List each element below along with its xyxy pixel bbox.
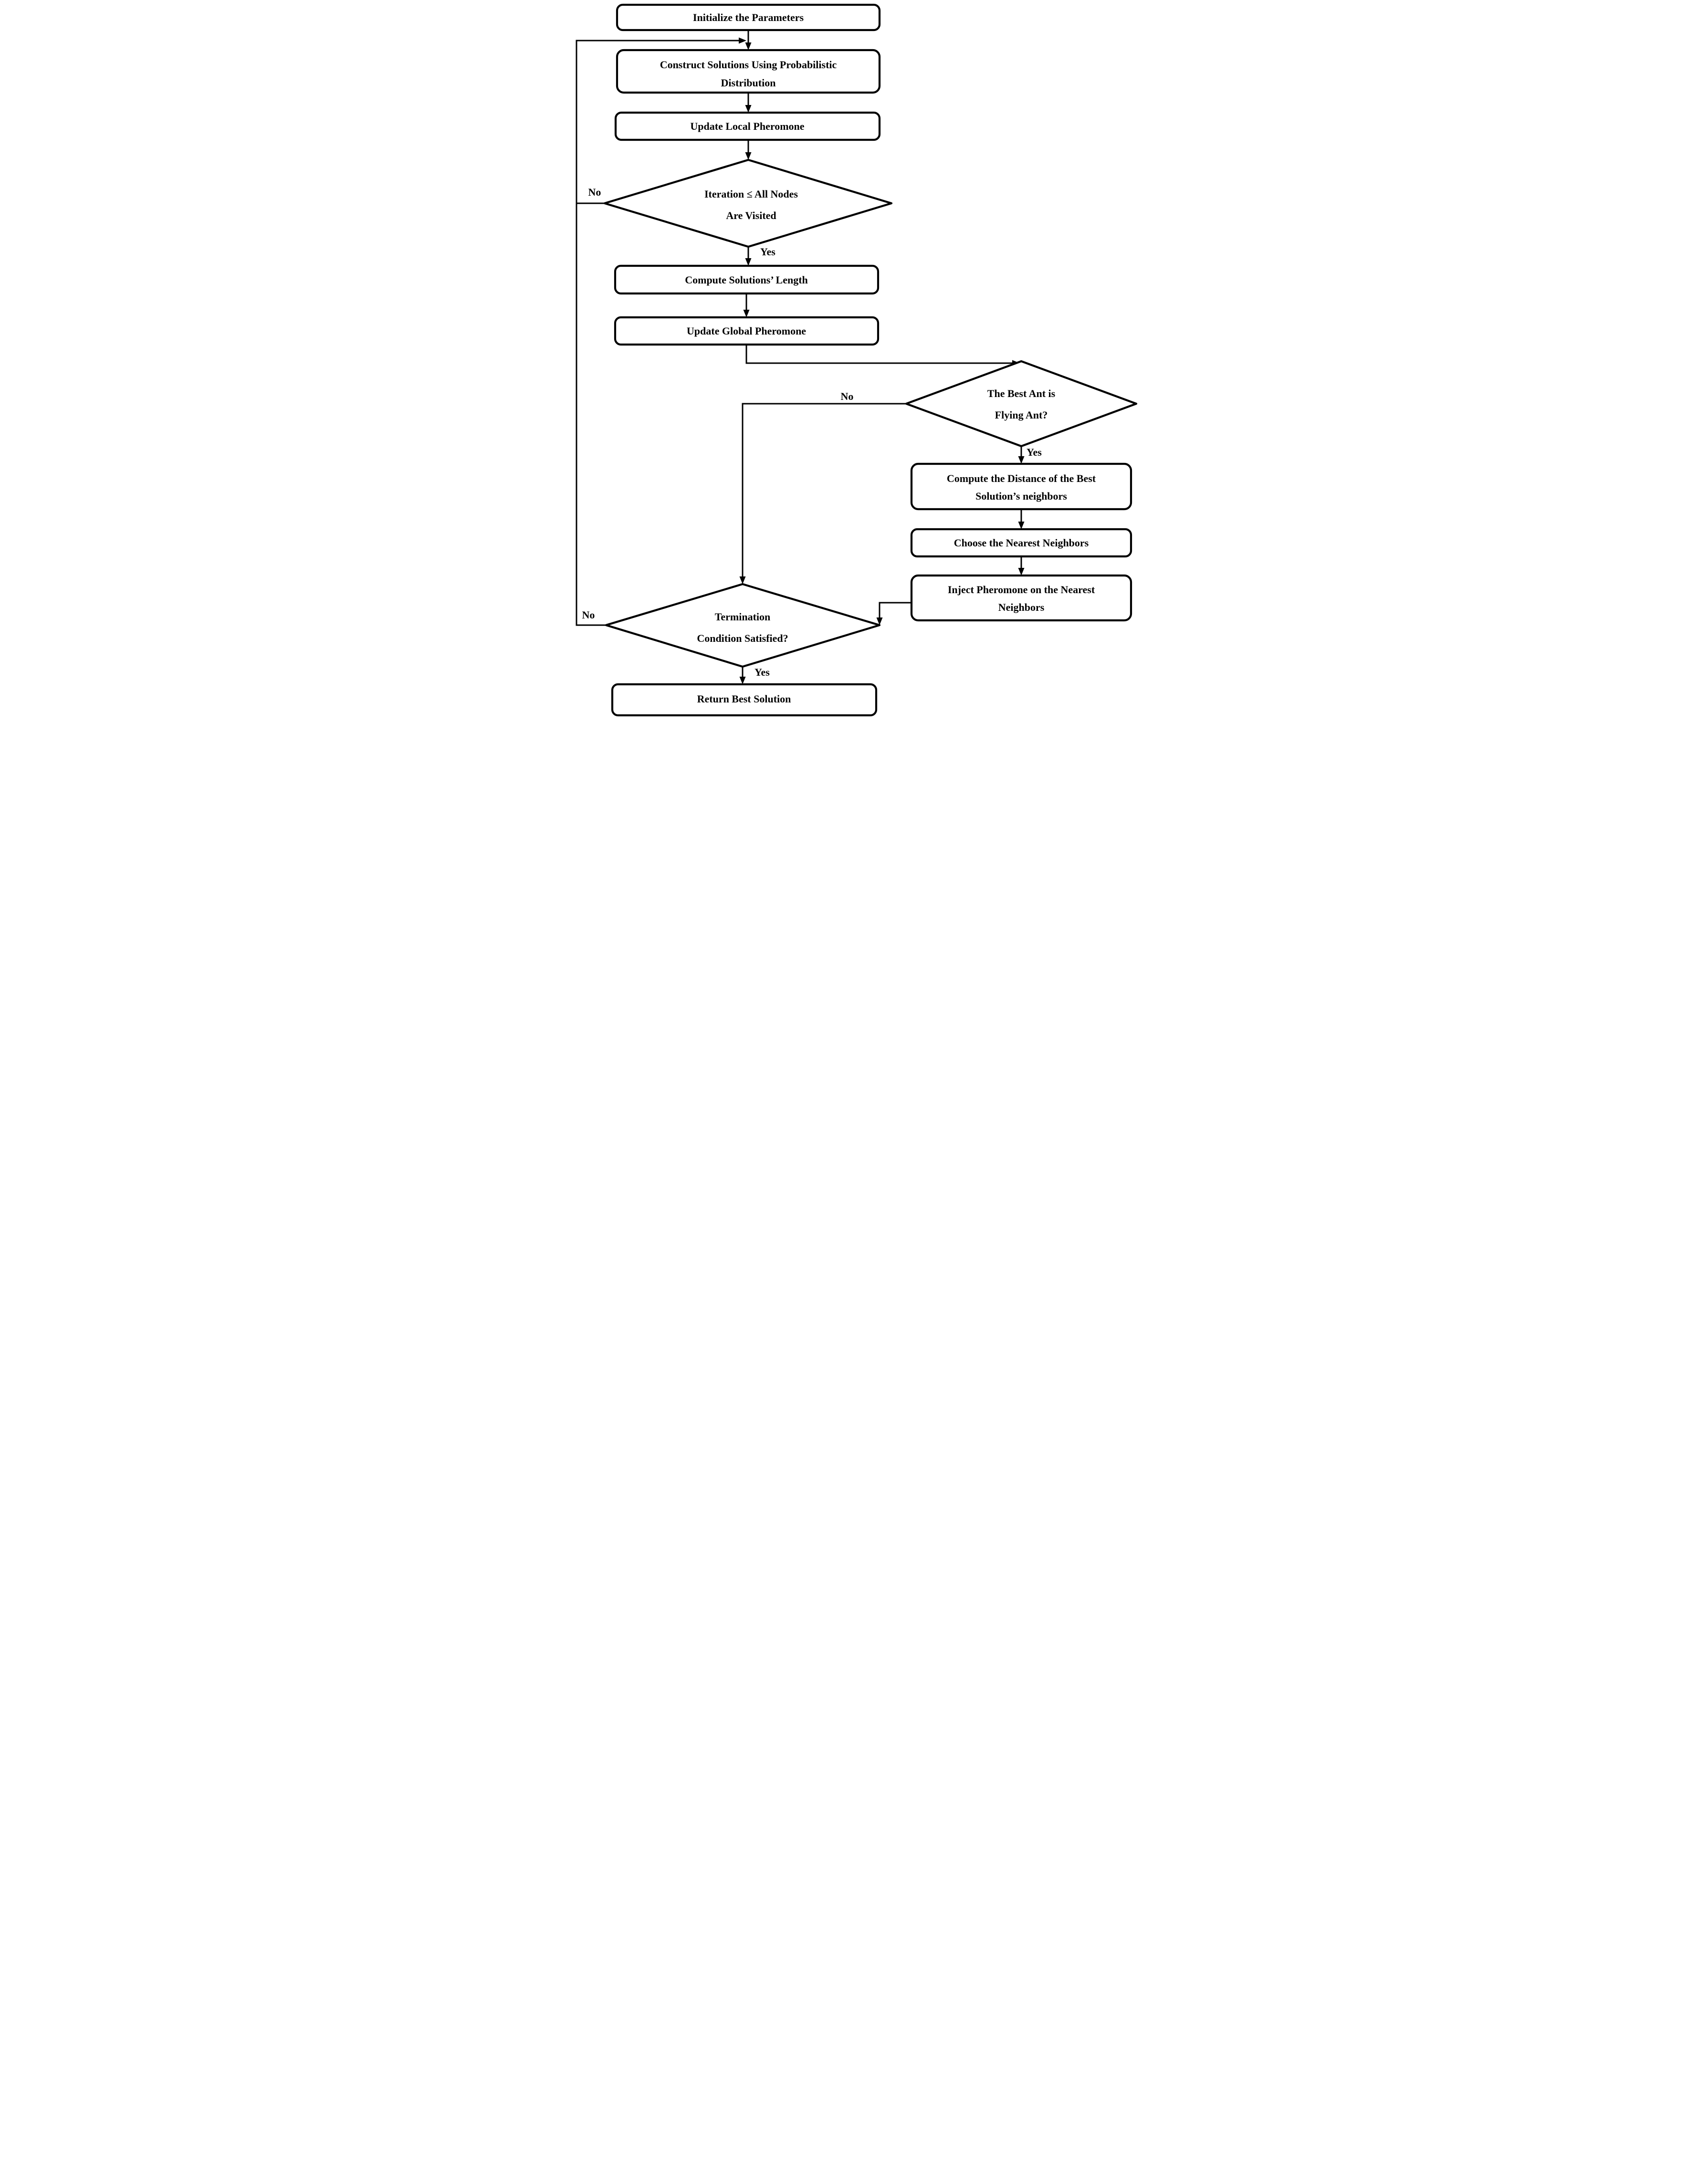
arrowhead-down: [1018, 456, 1025, 464]
edge-compute-length-to-update-global: [743, 293, 750, 317]
node-choose-neighbors-label: Choose the Nearest Neighbors: [954, 537, 1089, 549]
node-inject-pheromone: Inject Pheromone on the Nearest Neighbor…: [910, 574, 1132, 622]
decision-termination-line2: Condition Satisfied?: [697, 632, 788, 644]
label-iteration-yes: Yes: [760, 246, 775, 258]
node-return-best-label: Return Best Solution: [697, 693, 791, 705]
edge-labels: No Yes No Yes No Yes: [582, 186, 1042, 678]
arrowhead-down: [876, 617, 883, 625]
node-inject-pheromone-line2: Neighbors: [998, 601, 1045, 613]
label-termination-yes: Yes: [754, 666, 770, 678]
arrowhead-down: [745, 42, 752, 50]
edge-iteration-yes: [745, 247, 752, 266]
arrowhead-down: [745, 258, 752, 266]
decision-best-ant-line2: Flying Ant?: [995, 409, 1048, 421]
label-termination-no: No: [582, 609, 595, 621]
node-update-local-label: Update Local Pheromone: [690, 120, 804, 132]
node-construct-solutions: Construct Solutions Using Probabilistic …: [616, 49, 881, 94]
node-compute-distance-line1: Compute the Distance of the Best: [947, 472, 1096, 484]
arrowhead-down: [745, 105, 752, 113]
node-construct-line2: Distribution: [721, 77, 776, 89]
arrowhead-down: [745, 152, 752, 160]
node-choose-nearest-neighbors: Choose the Nearest Neighbors: [910, 528, 1132, 558]
node-compute-length-label: Compute Solutions’ Length: [685, 274, 808, 286]
node-update-global-label: Update Global Pheromone: [687, 325, 806, 337]
edge-best-ant-no: [739, 403, 906, 584]
flowchart-svg: No Yes No Yes No Yes Initialize the Para…: [576, 3, 1138, 717]
node-compute-distance-line2: Solution’s neighbors: [975, 490, 1067, 502]
arrowhead-right: [739, 37, 746, 44]
arrowhead-down: [1018, 568, 1025, 576]
decision-iteration-line1: Iteration ≤ All Nodes: [704, 188, 798, 200]
edge-compute-distance-to-choose: [1018, 509, 1025, 529]
decision-termination-line1: Termination: [715, 611, 771, 623]
label-iteration-no: No: [588, 186, 601, 198]
decision-best-ant-line1: The Best Ant is: [987, 387, 1056, 399]
edge-update-global-to-best-ant: [745, 345, 1020, 366]
label-best-ant-yes: Yes: [1027, 446, 1042, 458]
decision-termination-condition: Termination Condition Satisfied?: [605, 583, 881, 668]
arrowhead-down: [1018, 522, 1025, 529]
node-initialize-label: Initialize the Parameters: [693, 11, 804, 23]
edge-choose-to-inject: [1018, 556, 1025, 576]
label-best-ant-no: No: [841, 390, 854, 402]
arrowhead-down: [743, 310, 750, 317]
node-update-global-pheromone: Update Global Pheromone: [614, 316, 880, 346]
edge-construct-to-update-local: [745, 93, 752, 113]
decision-best-ant-is-flying-ant: The Best Ant is Flying Ant?: [905, 360, 1138, 448]
node-return-best-solution: Return Best Solution: [611, 683, 878, 717]
node-compute-distance-best-neighbors: Compute the Distance of the Best Solutio…: [910, 462, 1132, 511]
edge-termination-yes: [739, 667, 746, 684]
node-inject-pheromone-line1: Inject Pheromone on the Nearest: [948, 584, 1095, 596]
edge-inject-to-termination: [876, 602, 912, 625]
edge-best-ant-yes: [1018, 446, 1025, 464]
edges: [576, 30, 1025, 684]
arrowhead-down: [739, 576, 746, 584]
decision-iteration-all-nodes-visited: Iteration ≤ All Nodes Are Visited: [603, 158, 893, 248]
nodes: Initialize the Parameters Construct Solu…: [603, 3, 1138, 717]
edge-initialize-to-construct: [745, 30, 752, 50]
flowchart-figure: No Yes No Yes No Yes Initialize the Para…: [569, 0, 1139, 722]
node-compute-solutions-length: Compute Solutions’ Length: [614, 264, 880, 295]
edge-update-local-to-iteration: [745, 140, 752, 160]
node-initialize-parameters: Initialize the Parameters: [616, 3, 881, 31]
node-update-local-pheromone: Update Local Pheromone: [614, 111, 881, 141]
node-construct-line1: Construct Solutions Using Probabilistic: [660, 59, 837, 71]
arrowhead-down: [739, 677, 746, 684]
edge-loop-return: [576, 37, 746, 626]
decision-iteration-line2: Are Visited: [726, 209, 776, 221]
